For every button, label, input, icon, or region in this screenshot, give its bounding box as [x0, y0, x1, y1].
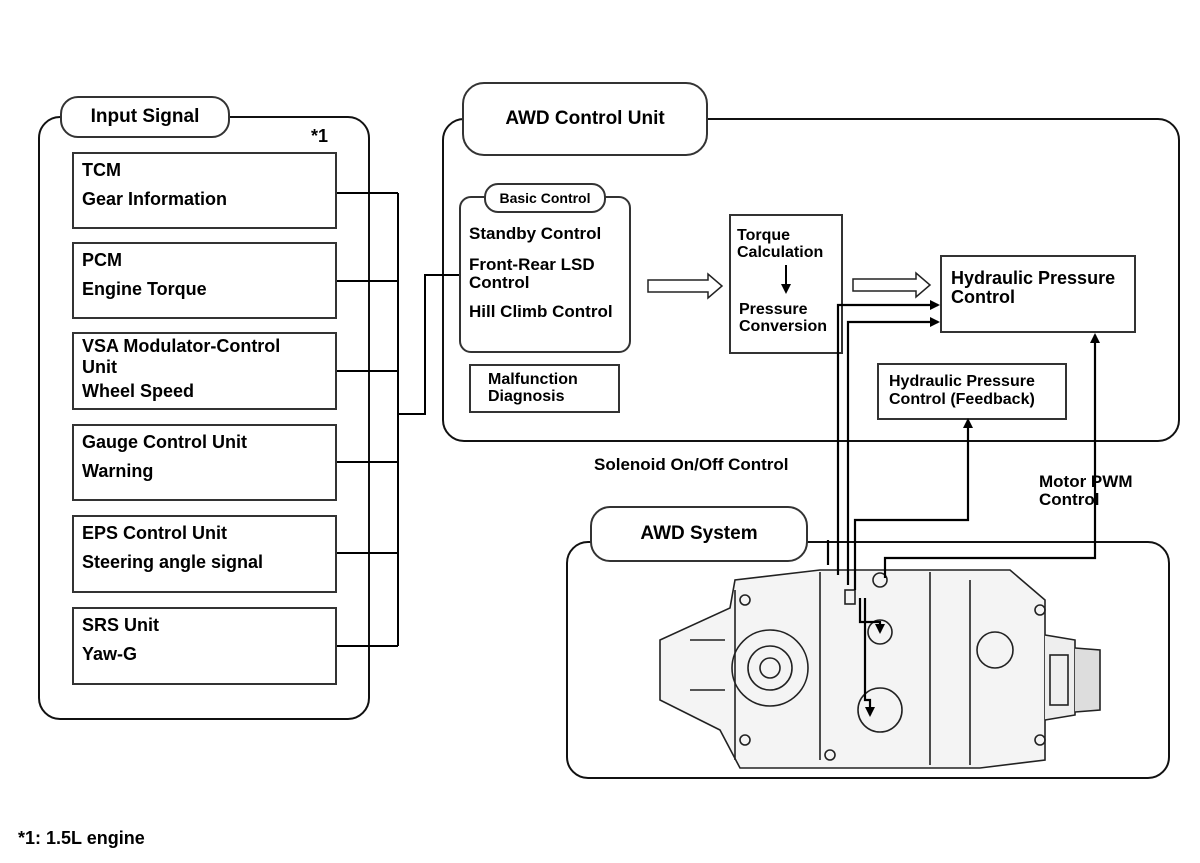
- basic-control-box: [459, 196, 631, 353]
- hydraulic-feedback-label: Hydraulic Pressure Control (Feedback): [889, 373, 1035, 408]
- basic-control-item: Front-Rear LSD Control: [469, 255, 595, 292]
- input-signal: Gear Information: [82, 188, 228, 209]
- malfunction-diagnosis-box: Malfunction Diagnosis: [469, 364, 620, 413]
- input-source: Gauge Control Unit: [82, 432, 247, 452]
- differential-outline: [659, 569, 1101, 769]
- awd-control-unit-title: AWD Control Unit: [462, 82, 708, 156]
- pressure-conversion-label: Pressure Conversion: [739, 301, 828, 335]
- input-item-tcm: TCM Gear Information: [72, 152, 337, 229]
- input-source: EPS Control Unit: [82, 523, 227, 543]
- input-source: SRS Unit: [82, 615, 160, 635]
- engine-note-marker: *1: [311, 126, 329, 146]
- input-item-vsa: VSA Modulator-Control Unit Wheel Speed: [72, 332, 337, 410]
- basic-control-title: Basic Control: [484, 183, 606, 213]
- footnote: *1: 1.5L engine: [18, 828, 145, 848]
- awd-system-title: AWD System: [590, 506, 808, 562]
- input-item-eps: EPS Control Unit Steering angle signal: [72, 515, 337, 593]
- input-source: PCM: [82, 250, 122, 270]
- motor-pwm-label: Motor PWM Control: [1039, 472, 1133, 509]
- input-signal: Yaw-G: [82, 643, 138, 664]
- input-signal: Warning: [82, 460, 154, 481]
- input-item-gauge: Gauge Control Unit Warning: [72, 424, 337, 501]
- torque-calculation-label: Torque Calculation: [737, 227, 824, 261]
- flow-arrows: [647, 271, 932, 300]
- hydraulic-feedback-box: Hydraulic Pressure Control (Feedback): [877, 363, 1067, 420]
- input-signal: Engine Torque: [82, 278, 207, 299]
- hydraulic-pressure-control-label: Hydraulic Pressure Control: [951, 268, 1116, 307]
- input-item-pcm: PCM Engine Torque: [72, 242, 337, 319]
- basic-control-item: Hill Climb Control: [469, 302, 613, 321]
- input-item-srs: SRS Unit Yaw-G: [72, 607, 337, 685]
- input-source: TCM: [82, 160, 121, 180]
- solenoid-wires: [826, 300, 1100, 717]
- input-signal: Wheel Speed: [82, 381, 195, 402]
- hydraulic-pressure-control-box: Hydraulic Pressure Control: [940, 255, 1136, 333]
- input-bus-wires: [337, 192, 459, 647]
- malfunction-diagnosis-label: Malfunction Diagnosis: [488, 371, 578, 405]
- input-signal: Steering angle signal: [82, 551, 264, 572]
- input-source: VSA Modulator-Control Unit: [82, 336, 281, 377]
- input-signal-title: Input Signal: [60, 96, 230, 138]
- solenoid-control-label: Solenoid On/Off Control: [594, 455, 789, 474]
- basic-control-item: Standby Control: [469, 224, 602, 243]
